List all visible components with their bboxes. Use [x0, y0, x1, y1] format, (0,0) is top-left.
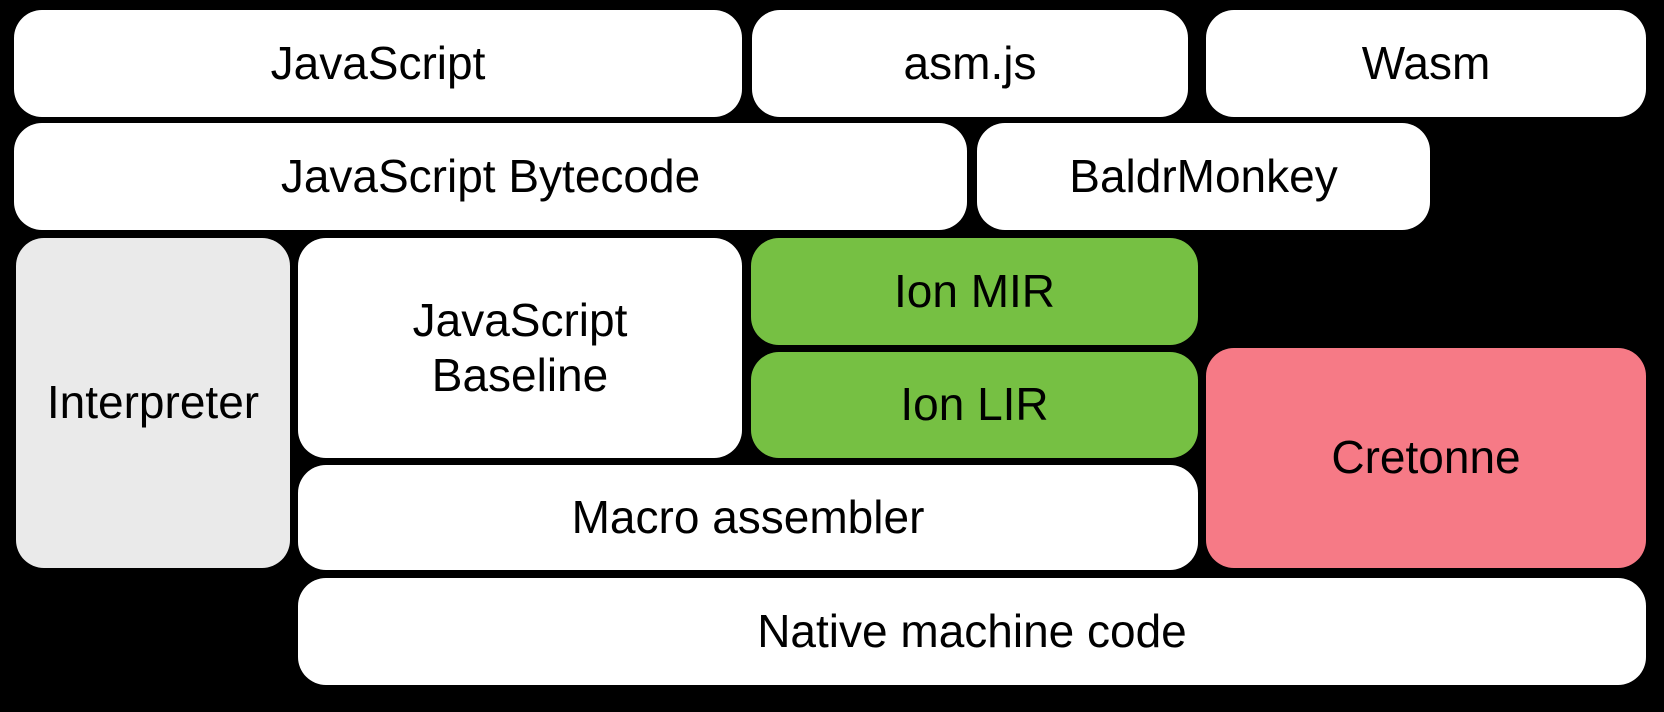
box-javascript-bytecode: JavaScript Bytecode: [14, 123, 967, 230]
box-asmjs-label: asm.js: [903, 36, 1037, 89]
box-baldrmonkey: BaldrMonkey: [977, 123, 1430, 230]
box-cretonne: Cretonne: [1206, 348, 1646, 568]
box-ion-lir: Ion LIR: [751, 352, 1198, 458]
box-native-machine-code: Native machine code: [298, 578, 1646, 685]
box-asmjs: asm.js: [752, 10, 1188, 117]
box-macro-assembler: Macro assembler: [298, 465, 1198, 570]
box-ion-lir-label: Ion LIR: [900, 378, 1049, 431]
box-wasm-label: Wasm: [1361, 36, 1491, 89]
box-interpreter: Interpreter: [16, 238, 290, 568]
box-cretonne-label: Cretonne: [1331, 431, 1521, 484]
box-javascript-bytecode-label: JavaScript Bytecode: [280, 149, 701, 202]
box-javascript: JavaScript: [14, 10, 742, 117]
box-javascript-label: JavaScript: [270, 36, 486, 89]
box-ion-mir-label: Ion MIR: [893, 264, 1056, 317]
box-baldrmonkey-label: BaldrMonkey: [1069, 149, 1338, 202]
box-javascript-baseline: JavaScript Baseline: [298, 238, 742, 458]
box-interpreter-label: Interpreter: [46, 376, 260, 429]
box-wasm: Wasm: [1206, 10, 1646, 117]
box-macro-assembler-label: Macro assembler: [571, 490, 925, 543]
box-native-machine-code-label: Native machine code: [757, 604, 1187, 657]
box-ion-mir: Ion MIR: [751, 238, 1198, 345]
box-javascript-baseline-label: JavaScript Baseline: [412, 293, 628, 401]
